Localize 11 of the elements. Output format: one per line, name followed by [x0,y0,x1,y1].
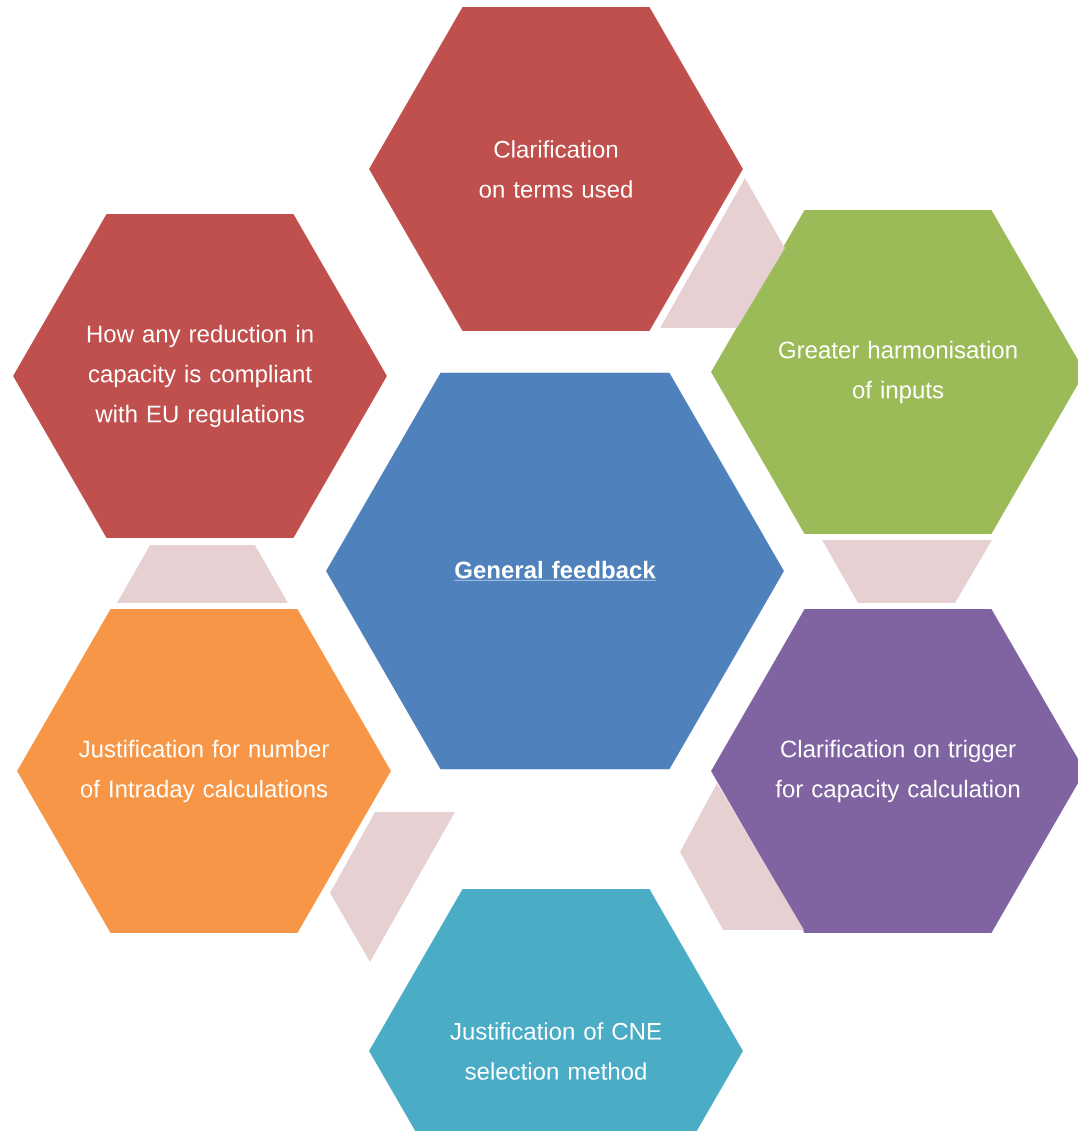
hexagon: Justification for number of Intraday calculations [17,609,391,933]
connector-band [330,812,455,962]
connector-band [117,545,288,603]
hexagon: Clarification on terms used [369,7,743,331]
connector-band [822,540,992,603]
hexagon: Justification of CNE selection method [369,889,743,1131]
hexagon: Greater harmonisation of inputs [711,210,1078,534]
connector-band [680,783,804,930]
hexagon: How any reduction in capacity is compliant with EU regulations [13,214,387,538]
connector-band [660,178,785,328]
hexagon: Clarification on trigger for capacity calculation [711,609,1078,933]
